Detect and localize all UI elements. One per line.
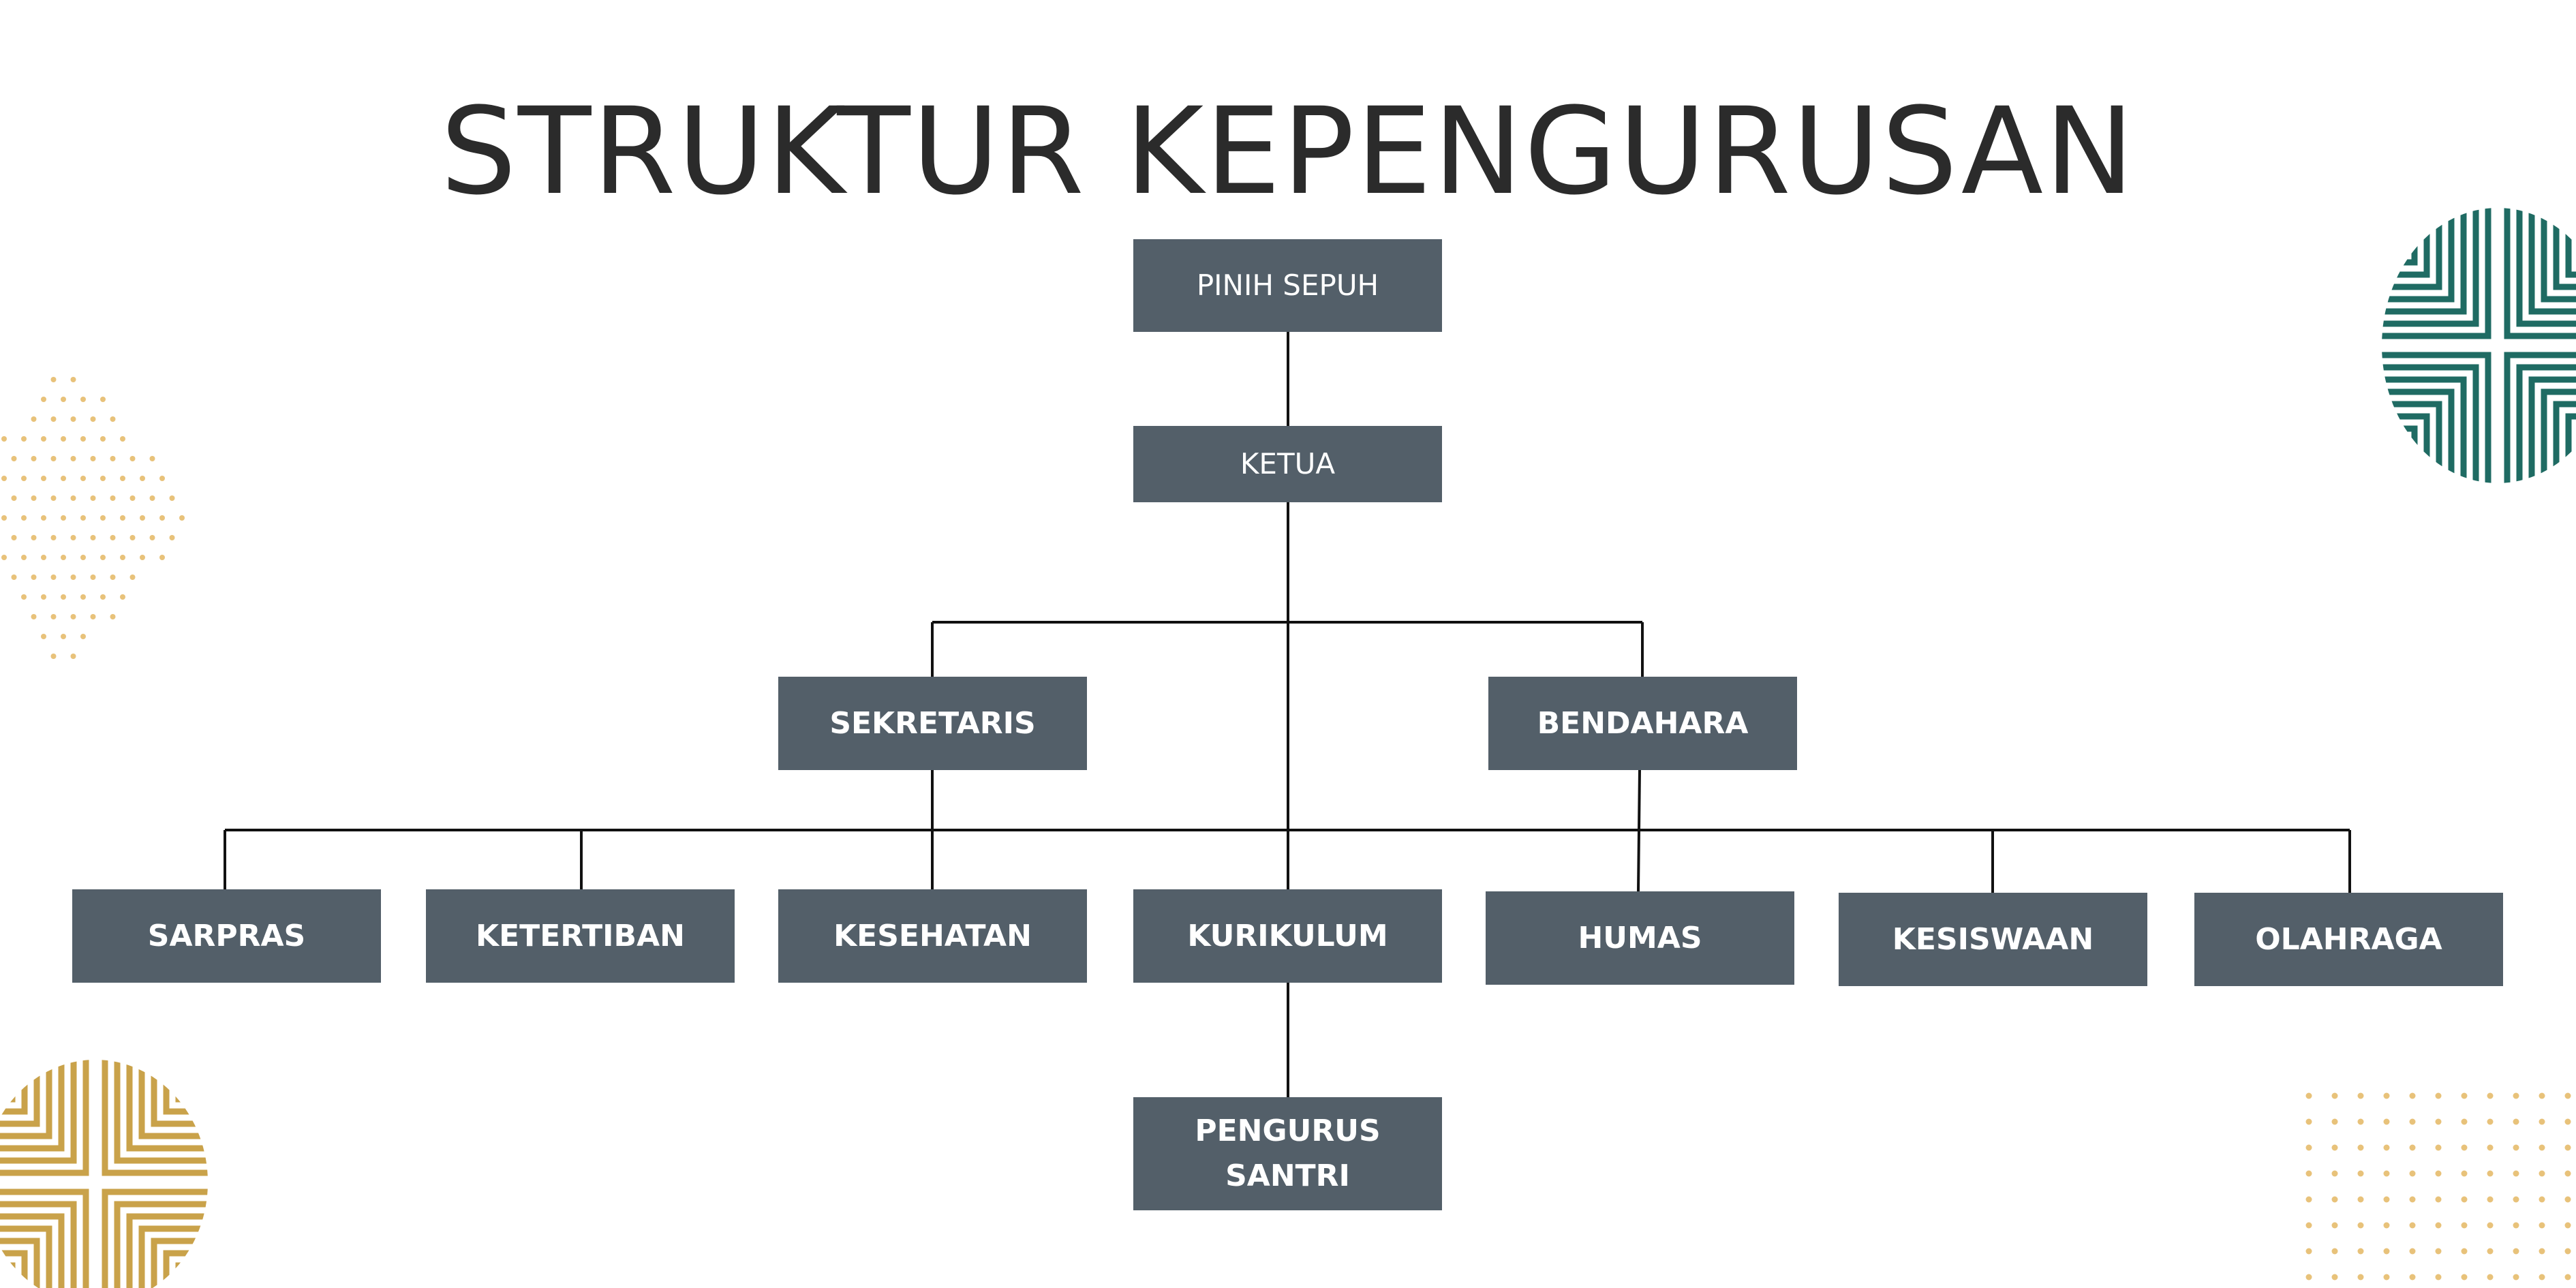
- node-olahraga: OLAHRAGA: [2194, 893, 2503, 986]
- node-humas: HUMAS: [1486, 891, 1794, 985]
- node-ketertiban: KETERTIBAN: [426, 889, 735, 983]
- node-label: PENGURUS SANTRI: [1195, 1114, 1381, 1193]
- node-label: KESISWAAN: [1892, 921, 2094, 957]
- node-sekretaris: SEKRETARIS: [778, 677, 1087, 770]
- node-bendahara: BENDAHARA: [1488, 677, 1797, 770]
- node-label: SARPRAS: [147, 918, 306, 953]
- dot-pattern-left-decoration: [1, 377, 185, 659]
- node-kesehatan: KESEHATAN: [778, 889, 1087, 983]
- node-kesiswaan: KESISWAAN: [1839, 893, 2147, 986]
- gold-striped-circle-decoration: [0, 1060, 208, 1288]
- node-pinih-sepuh: PINIH SEPUH: [1133, 239, 1442, 332]
- teal-striped-circle-decoration: [2382, 208, 2576, 483]
- node-label: KURIKULUM: [1187, 918, 1388, 953]
- node-ketua: KETUA: [1133, 426, 1442, 502]
- node-pengurus-santri: PENGURUS SANTRI: [1133, 1097, 1442, 1210]
- node-label: KETERTIBAN: [476, 918, 685, 953]
- node-label: KESEHATAN: [833, 918, 1032, 953]
- page-title: STRUKTUR KEPENGURUSAN: [440, 82, 2136, 221]
- node-label: KETUA: [1240, 447, 1336, 480]
- node-label: HUMAS: [1578, 920, 1702, 955]
- node-sarpras: SARPRAS: [72, 889, 381, 983]
- node-label: OLAHRAGA: [2255, 921, 2442, 957]
- node-label: SEKRETARIS: [829, 705, 1036, 741]
- node-label: PINIH SEPUH: [1196, 269, 1379, 302]
- node-kurikulum: KURIKULUM: [1133, 889, 1442, 983]
- node-label: BENDAHARA: [1537, 705, 1749, 741]
- dot-pattern-right-decoration: [2305, 1092, 2571, 1281]
